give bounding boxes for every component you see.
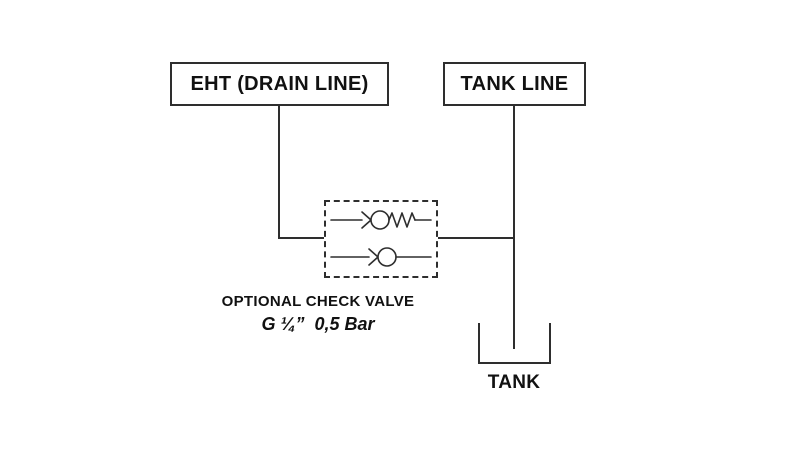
eht-drain-line-box: EHT (DRAIN LINE) [170, 62, 389, 106]
tank-label: TANK [487, 372, 541, 393]
check-valve-dashed-box [324, 200, 438, 278]
tank-line-vertical [513, 106, 515, 349]
valve-outlet-line [438, 237, 515, 239]
check-valve-caption: OPTIONAL CHECK VALVE [221, 293, 415, 310]
tank-symbol [478, 323, 551, 364]
tank-line-label: TANK LINE [460, 72, 569, 95]
eht-drain-line-label: EHT (DRAIN LINE) [190, 72, 369, 95]
drain-line-horizontal [278, 237, 326, 239]
drain-line-vertical [278, 106, 280, 239]
spring-check-valve-icon [330, 210, 432, 230]
check-valve-spec: G ¼” 0,5 Bar [261, 314, 375, 334]
check-valve-symbols [330, 210, 432, 267]
check-valve-icon [330, 247, 432, 267]
tank-line-box: TANK LINE [443, 62, 586, 106]
